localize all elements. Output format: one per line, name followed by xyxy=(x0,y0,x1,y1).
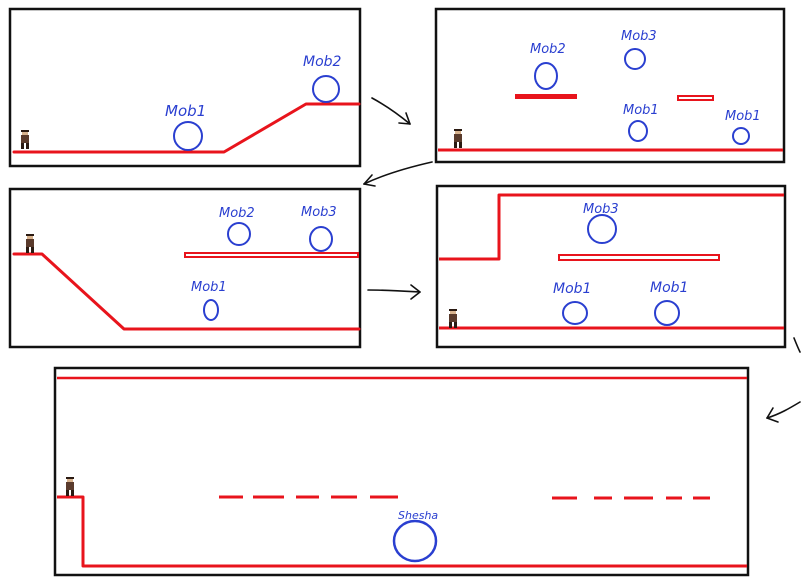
mob-label: Mob3 xyxy=(621,29,657,44)
boss-label: Shesha xyxy=(398,509,438,522)
mob-label: Mob1 xyxy=(725,109,761,124)
mob-marker: Mob1 xyxy=(553,281,591,325)
panel-frame xyxy=(8,187,362,349)
panel-frame xyxy=(8,7,362,168)
mob-label: Mob3 xyxy=(583,202,619,217)
mob-label: Mob1 xyxy=(191,280,227,295)
ground-ramp-down xyxy=(12,252,361,331)
boss-marker: Shesha xyxy=(392,509,438,563)
mob-label: Mob1 xyxy=(165,102,206,120)
mob-marker: Mob1 xyxy=(623,103,659,142)
flow-arrow xyxy=(766,401,801,423)
mob-marker: Mob2 xyxy=(219,206,255,246)
upper-wall-ledge xyxy=(439,193,784,261)
panel-frame xyxy=(435,184,787,349)
panel-frame xyxy=(53,366,750,577)
floating-platform xyxy=(184,252,359,258)
panel-level-3: Mob2 Mob3 Mob1 xyxy=(8,187,362,349)
flow-arrow xyxy=(363,161,433,187)
mob-marker: Mob2 xyxy=(530,42,566,90)
mob-marker: Mob1 xyxy=(725,109,761,145)
panel-level-4: Mob3 Mob1 Mob1 xyxy=(435,184,787,349)
mob-marker: Mob1 xyxy=(191,280,227,321)
panel-level-2: Mob2 Mob3 Mob1 Mob1 xyxy=(434,7,786,164)
ground-ramp-up xyxy=(12,102,361,154)
player-sprite xyxy=(66,477,74,496)
player-sprite xyxy=(449,309,457,328)
floating-platform xyxy=(515,94,577,99)
player-sprite xyxy=(21,130,29,149)
mob-label: Mob1 xyxy=(650,280,688,296)
panel-frame xyxy=(434,7,786,164)
player-sprite xyxy=(454,129,462,148)
mob-marker: Mob2 xyxy=(303,54,342,103)
flow-arrow xyxy=(367,284,421,300)
mob-label: Mob1 xyxy=(553,281,591,297)
start-ledge-and-floor xyxy=(57,495,747,568)
flow-arrow xyxy=(371,97,411,125)
flow-arrow-partial xyxy=(793,337,801,353)
panel-boss-level: Shesha xyxy=(53,366,750,577)
mob-label: Mob2 xyxy=(219,206,255,221)
mob-marker: Mob1 xyxy=(650,280,688,326)
mob-label: Mob3 xyxy=(301,205,337,220)
floating-platform xyxy=(677,95,714,101)
player-sprite xyxy=(26,234,34,253)
floating-platform xyxy=(558,254,720,261)
mob-marker: Mob1 xyxy=(165,102,206,151)
mob-marker: Mob3 xyxy=(583,202,619,244)
mob-label: Mob1 xyxy=(623,103,659,118)
mob-label: Mob2 xyxy=(303,54,342,70)
mob-marker: Mob3 xyxy=(621,29,657,70)
panel-level-1: Mob1 Mob2 xyxy=(8,7,362,168)
mob-marker: Mob3 xyxy=(301,205,337,252)
mob-label: Mob2 xyxy=(530,42,566,57)
